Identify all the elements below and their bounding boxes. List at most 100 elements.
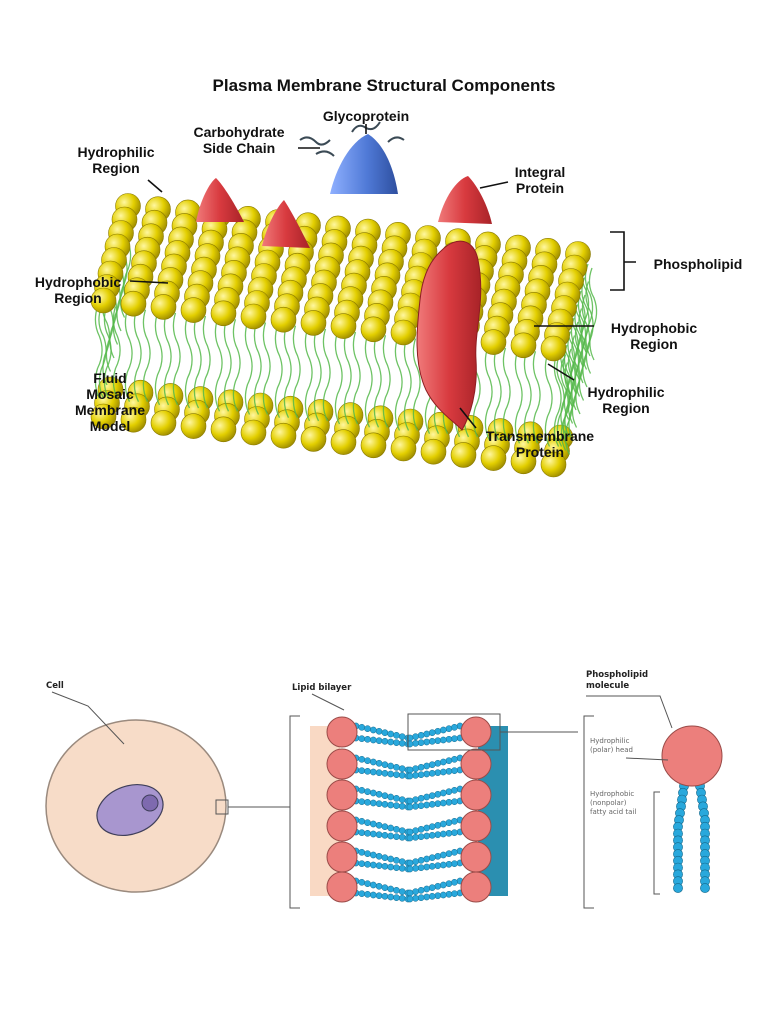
fatty-acid-bead [358, 878, 366, 886]
fatty-acid-bead [398, 864, 406, 872]
fatty-acid-bead [423, 832, 431, 840]
fatty-acid-bead [375, 727, 383, 735]
fatty-acid-bead [358, 755, 366, 763]
fatty-acid-bead [381, 737, 389, 745]
fatty-acid-bead [700, 883, 710, 893]
fatty-acid-bead [675, 808, 685, 819]
fatty-acid-bead [423, 801, 431, 809]
fatty-acid-bead [417, 856, 425, 864]
fatty-acid-bead [352, 734, 360, 742]
fatty-acid-bead [456, 797, 464, 805]
nucleus [96, 784, 164, 836]
fatty-acid-bead [678, 787, 688, 798]
fatty-acid-tail [154, 312, 163, 406]
fatty-acid-bead [428, 831, 436, 839]
fatty-acid-bead [412, 894, 419, 902]
fatty-acid-bead [700, 876, 710, 887]
fatty-acid-bead [456, 722, 464, 730]
phospholipid-head [420, 438, 447, 465]
phospholipid-head [180, 297, 207, 323]
fatty-acid-bead [398, 833, 406, 841]
fatty-acid-bead [393, 739, 400, 747]
fatty-acid-bead [412, 864, 419, 872]
head-leader [625, 757, 669, 761]
fatty-acid-bead [673, 869, 683, 880]
fatty-acid-bead [352, 877, 360, 885]
fatty-acid-bead [673, 862, 683, 873]
phospholipid-head [150, 410, 177, 436]
fatty-acid-bead [393, 886, 400, 894]
fatty-acid-bead [375, 821, 383, 829]
fatty-acid-bead [358, 735, 366, 743]
phospholipid-head [460, 841, 492, 873]
phospholipid-head [180, 413, 207, 439]
fatty-acid-bead [439, 799, 447, 807]
fatty-acid-bead [406, 740, 414, 748]
fatty-acid-bead [393, 825, 400, 833]
fatty-acid-bead [364, 829, 371, 837]
fatty-acid-bead [445, 788, 453, 796]
fatty-acid-bead [404, 889, 412, 897]
fatty-acid-bead [434, 727, 442, 735]
fatty-acid-bead [387, 738, 395, 746]
phospholipid-head [460, 871, 492, 903]
fatty-acid-bead [451, 767, 458, 775]
fatty-acid-bead [364, 880, 371, 888]
fatty-acid-bead [451, 890, 458, 898]
hydrophobic-region-right-label: Hydrophobic Region [610, 320, 698, 352]
fatty-acid-bead [375, 769, 383, 777]
fatty-acid-bead [358, 767, 366, 775]
fatty-acid-bead [434, 821, 442, 829]
fatty-acid-bead [398, 765, 406, 773]
phospholipid-head [90, 287, 117, 314]
fatty-acid-bead [352, 766, 360, 774]
phospholipid-head [326, 810, 358, 842]
fatty-acid-bead [673, 876, 683, 887]
fatty-acid-bead [369, 726, 377, 734]
fatty-acid-bead [412, 802, 419, 810]
fatty-acid-bead [381, 892, 389, 900]
fatty-acid-bead [381, 729, 389, 737]
fatty-acid-bead [369, 861, 377, 869]
fatty-acid-bead [434, 759, 442, 767]
fatty-acid-bead [417, 833, 425, 841]
integral-protein-leader [479, 181, 509, 189]
fatty-acid-bead [451, 860, 458, 868]
fatty-acid-tail [570, 317, 580, 411]
fatty-acid-bead [417, 864, 425, 872]
fatty-acid-bead [398, 733, 406, 741]
fatty-acid-bead [451, 829, 458, 837]
fatty-acid-bead [352, 889, 360, 897]
glycoprotein-label: Glycoprotein [322, 108, 410, 124]
fatty-acid-bead [375, 852, 383, 860]
fatty-acid-bead [404, 740, 412, 748]
fatty-acid-bead [406, 828, 414, 836]
fatty-acid-bead [393, 833, 400, 841]
fatty-acid-bead [369, 768, 377, 776]
fatty-acid-bead [352, 754, 360, 762]
fatty-acid-bead [381, 884, 389, 892]
zoom-box-bilayer [407, 713, 501, 751]
fatty-acid-bead [456, 766, 464, 774]
fatty-acid-tail [567, 331, 576, 424]
fatty-acid-bead [673, 883, 683, 893]
fatty-acid-bead [673, 821, 683, 832]
fatty-acid-bead [412, 833, 419, 841]
fatty-acid-bead [364, 757, 371, 765]
fatty-acid-bead [393, 763, 400, 771]
fatty-acid-bead [439, 861, 447, 869]
fatty-acid-bead [364, 798, 371, 806]
fatty-acid-bead [364, 890, 371, 898]
fatty-acid-bead [398, 796, 406, 804]
fatty-acid-bead [375, 800, 383, 808]
fatty-acid-bead [393, 802, 400, 810]
fatty-acid-bead [406, 865, 414, 873]
fatty-acid-tail [94, 306, 103, 399]
fatty-acid-bead [428, 769, 436, 777]
fatty-acid-bead [398, 802, 406, 810]
phospholipid-head [540, 335, 567, 362]
fatty-acid-bead [387, 885, 395, 893]
fatty-acid-bead [406, 834, 414, 842]
fatty-acid-tail [232, 319, 241, 412]
fatty-acid-bead [423, 863, 431, 871]
